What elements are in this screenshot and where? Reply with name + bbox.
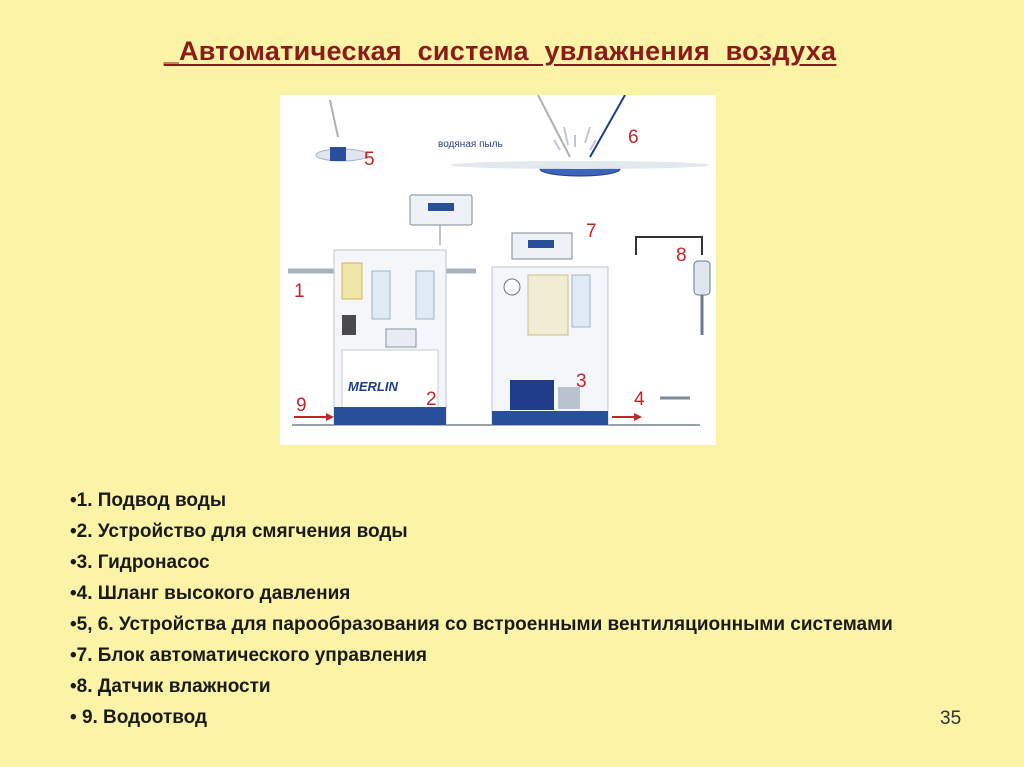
callout-6: 6 — [628, 127, 639, 148]
list-bullet: • — [70, 552, 77, 573]
brand-label: MERLIN — [348, 379, 398, 394]
list-item-text: 9. Водоотвод — [81, 707, 208, 728]
water-softener: MERLIN — [333, 249, 447, 426]
water-dust-label: водяная пыль — [438, 139, 503, 150]
list-item: •2. Устройство для смягчения воды — [70, 516, 970, 547]
list-bullet: • — [70, 614, 77, 635]
list-item: •5, 6. Устройства для парообразования со… — [70, 609, 970, 640]
list-bullet: •1 — [70, 490, 88, 511]
diagram-svg: 5 6 водяная пыль 1 — [288, 95, 711, 426]
callout-9: 9 — [296, 395, 307, 416]
callout-8: 8 — [676, 245, 687, 266]
list-item: •8. Датчик влажности — [70, 671, 970, 702]
page-number: 35 — [940, 708, 962, 729]
list-item-text: 7. Блок автоматического управления — [76, 645, 428, 666]
fan-unit-large — [450, 95, 710, 177]
component-list: •1. Подвод воды •2. Устройство для смягч… — [70, 485, 970, 733]
list-bullet: • — [70, 707, 82, 728]
list-item-text: 4. Шланг высокого давления — [76, 583, 351, 604]
list-bullet: • — [70, 583, 77, 604]
list-item-text: 5, 6. Устройства для парообразования со … — [76, 614, 893, 635]
pump-station — [491, 232, 609, 426]
callout-3: 3 — [576, 371, 587, 392]
list-item: •4. Шланг высокого давления — [70, 578, 970, 609]
list-item: •1. Подвод воды — [70, 485, 970, 516]
list-bullet: • — [70, 676, 77, 697]
list-item-text: 8. Датчик влажности — [76, 676, 271, 697]
callout-5: 5 — [364, 149, 375, 170]
callout-7: 7 — [586, 221, 597, 242]
list-item: •3. Гидронасос — [70, 547, 970, 578]
list-item-text: 3. Гидронасос — [76, 552, 210, 573]
list-item-text: . Подвод воды — [87, 490, 227, 511]
callout-1: 1 — [294, 281, 305, 302]
humidity-sensor — [635, 236, 711, 335]
callout-4: 4 — [634, 389, 645, 410]
callout-2: 2 — [426, 389, 437, 410]
slide-title: _Автоматическая система увлажнения возду… — [163, 36, 837, 66]
list-item-text: 2. Устройство для смягчения воды — [76, 521, 408, 542]
fan-unit-small — [315, 99, 369, 162]
list-item: • 9. Водоотвод — [70, 702, 970, 733]
humidifier-diagram: 5 6 водяная пыль 1 — [280, 95, 716, 445]
list-bullet: • — [70, 645, 77, 666]
list-bullet: • — [70, 521, 77, 542]
list-item: •7. Блок автоматического управления — [70, 640, 970, 671]
